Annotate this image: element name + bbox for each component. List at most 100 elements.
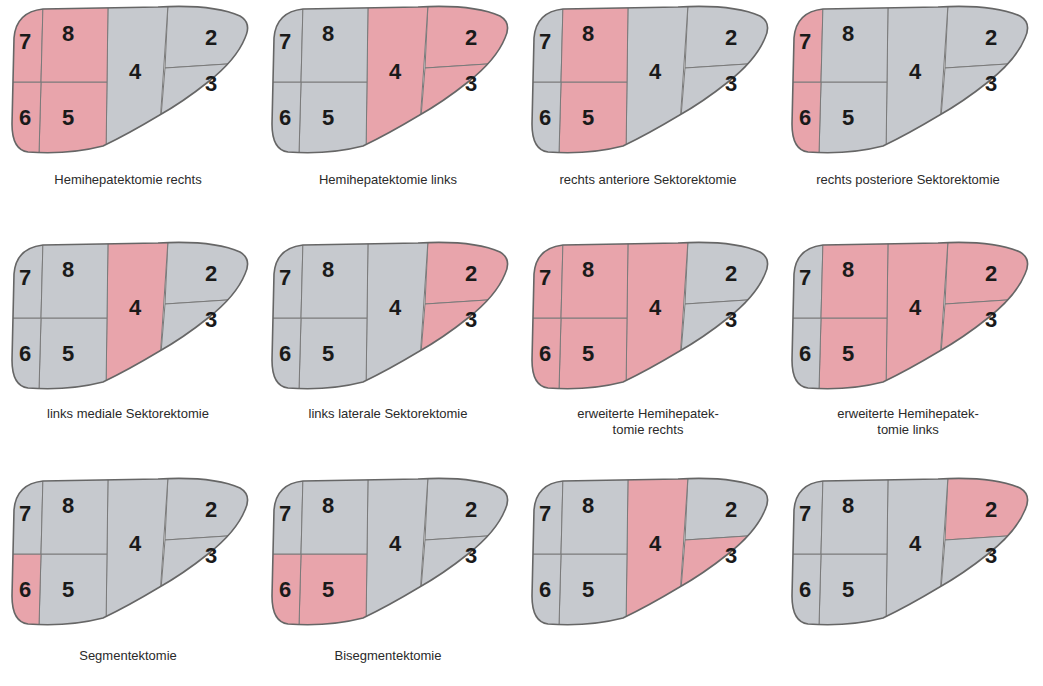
liver-outline xyxy=(272,478,508,624)
liver-outline xyxy=(12,242,248,388)
liver-segment xyxy=(366,476,428,626)
segment-number: 4 xyxy=(389,297,401,319)
liver-segment xyxy=(626,4,688,154)
liver-segment xyxy=(821,4,888,82)
liver-segment xyxy=(299,318,367,390)
liver-segment xyxy=(945,240,1038,304)
liver-segment xyxy=(886,4,948,154)
segment-number: 8 xyxy=(62,23,74,45)
segment-number: 8 xyxy=(842,259,854,281)
liver-figure xyxy=(8,476,258,626)
segment-number: 7 xyxy=(799,31,811,53)
segment-number: 2 xyxy=(465,27,477,49)
segment-number: 7 xyxy=(19,267,31,289)
procedure-caption: Segmentektomie xyxy=(8,648,248,664)
segment-number: 6 xyxy=(539,579,551,601)
liver-figure xyxy=(8,240,258,390)
liver-segment xyxy=(821,476,888,554)
liver-segment xyxy=(886,476,948,626)
segment-number: 2 xyxy=(205,499,217,521)
segment-number: 2 xyxy=(725,499,737,521)
segment-number: 3 xyxy=(205,545,217,567)
segment-number: 4 xyxy=(389,533,401,555)
liver-segment xyxy=(819,82,887,154)
liver-outline xyxy=(272,242,508,388)
segment-number: 5 xyxy=(582,343,594,365)
liver-segment xyxy=(41,4,108,82)
segment-number: 7 xyxy=(539,503,551,525)
segment-number: 2 xyxy=(205,263,217,285)
liver-figure xyxy=(788,4,1038,154)
segment-number: 2 xyxy=(725,263,737,285)
liver-segment xyxy=(945,4,1038,68)
procedure-caption: rechts posteriore Sektorektomie xyxy=(788,172,1028,188)
segment-number: 3 xyxy=(985,309,997,331)
procedure-caption: links laterale Sektorektomie xyxy=(268,406,508,422)
segment-number: 5 xyxy=(62,579,74,601)
liver-figure xyxy=(268,476,518,626)
liver-segment xyxy=(425,4,518,68)
liver-segment xyxy=(366,4,428,154)
segment-number: 2 xyxy=(985,263,997,285)
liver-segment xyxy=(819,318,887,390)
liver-figure xyxy=(528,4,778,154)
segment-number: 8 xyxy=(582,495,594,517)
segment-number: 4 xyxy=(909,297,921,319)
segment-number: 2 xyxy=(465,499,477,521)
segment-number: 7 xyxy=(279,31,291,53)
segment-number: 3 xyxy=(465,309,477,331)
segment-number: 6 xyxy=(19,107,31,129)
liver-segment xyxy=(886,240,948,390)
segment-number: 8 xyxy=(842,495,854,517)
liver-outline xyxy=(272,6,508,152)
segment-number: 8 xyxy=(842,23,854,45)
segment-number: 5 xyxy=(322,343,334,365)
procedure-caption: Bisegmentektomie xyxy=(268,648,508,664)
segment-number: 4 xyxy=(129,61,141,83)
segment-number: 5 xyxy=(842,579,854,601)
liver-segment xyxy=(685,4,778,68)
segment-number: 4 xyxy=(649,297,661,319)
segment-number: 5 xyxy=(322,579,334,601)
segment-number: 8 xyxy=(62,495,74,517)
segment-number: 4 xyxy=(909,61,921,83)
liver-segment xyxy=(301,240,368,318)
segment-number: 6 xyxy=(799,343,811,365)
liver-figure xyxy=(528,476,778,626)
segment-number: 8 xyxy=(62,259,74,281)
segment-number: 7 xyxy=(19,31,31,53)
liver-segment xyxy=(559,554,627,626)
segment-number: 6 xyxy=(279,107,291,129)
segment-number: 3 xyxy=(985,545,997,567)
segment-number: 3 xyxy=(205,73,217,95)
segment-number: 7 xyxy=(799,267,811,289)
procedure-caption: Hemihepatektomie rechts xyxy=(8,172,248,188)
segment-number: 7 xyxy=(279,503,291,525)
liver-segment xyxy=(106,240,168,390)
segment-number: 3 xyxy=(465,73,477,95)
segment-number: 6 xyxy=(279,579,291,601)
liver-outline xyxy=(532,242,768,388)
liver-segment xyxy=(301,476,368,554)
segment-number: 3 xyxy=(465,545,477,567)
liver-segment xyxy=(685,476,778,540)
liver-segment xyxy=(685,240,778,304)
segment-number: 4 xyxy=(649,533,661,555)
segment-number: 7 xyxy=(539,31,551,53)
segment-number: 5 xyxy=(62,107,74,129)
segment-number: 6 xyxy=(539,107,551,129)
liver-segment xyxy=(559,318,627,390)
segment-number: 5 xyxy=(62,343,74,365)
segment-number: 4 xyxy=(389,61,401,83)
segment-number: 2 xyxy=(465,263,477,285)
segment-number: 3 xyxy=(725,73,737,95)
procedure-caption: rechts anteriore Sektorektomie xyxy=(528,172,768,188)
procedure-caption: erweiterte Hemihepatek- tomie rechts xyxy=(563,406,733,438)
segment-number: 4 xyxy=(129,297,141,319)
segment-number: 6 xyxy=(799,107,811,129)
segment-number: 8 xyxy=(322,259,334,281)
segment-number: 2 xyxy=(985,27,997,49)
segment-number: 8 xyxy=(582,23,594,45)
segment-number: 7 xyxy=(19,503,31,525)
